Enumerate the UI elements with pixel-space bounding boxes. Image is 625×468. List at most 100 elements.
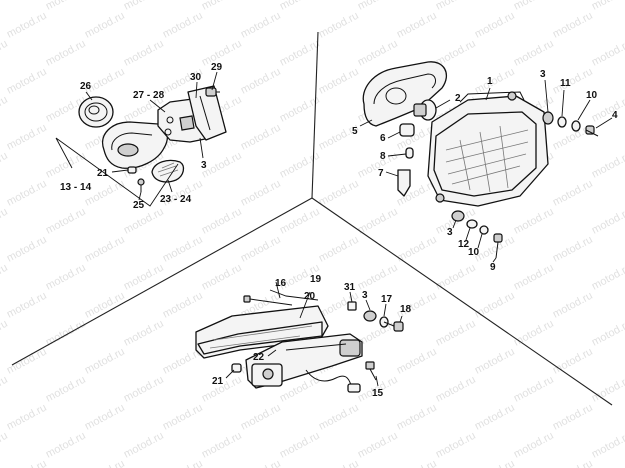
watermark-text: motod.ru: [473, 346, 517, 377]
part-7-socket: [397, 169, 411, 197]
part-6-socket: [399, 123, 415, 137]
watermark-text: motod.ru: [161, 402, 205, 433]
part-3-plate: [187, 85, 227, 141]
callout-6: 6: [380, 133, 386, 144]
watermark-text: motod.ru: [83, 458, 127, 468]
watermark-text: motod.ru: [0, 430, 10, 461]
headlight-assembly: [359, 61, 613, 263]
watermark-text: motod.ru: [551, 234, 595, 265]
watermark-text: motod.ru: [239, 122, 283, 153]
watermark-text: motod.ru: [590, 374, 625, 405]
watermark-text: motod.ru: [44, 430, 88, 461]
callout-4: 4: [612, 110, 618, 121]
watermark-text: motod.ru: [278, 150, 322, 181]
watermark-text: motod.ru: [395, 458, 439, 468]
watermark-text: motod.ru: [239, 10, 283, 41]
part-21-bulb: [127, 166, 137, 174]
callout-23-24: 23 - 24: [160, 194, 192, 205]
watermark-text: motod.ru: [278, 0, 322, 13]
watermark-text: motod.ru: [44, 262, 88, 293]
part-12-washer: [466, 219, 478, 229]
callout-2: 2: [455, 93, 461, 104]
watermark-text: motod.ru: [0, 150, 10, 181]
watermark-text: motod.ru: [473, 402, 517, 433]
watermark-text: motod.ru: [356, 38, 400, 69]
part-25-screw: [137, 178, 145, 192]
watermark-text: motod.ru: [5, 290, 49, 321]
watermark-text: motod.ru: [122, 262, 166, 293]
part-3-spacer-tail: [363, 310, 377, 322]
callout-9: 9: [490, 262, 496, 273]
tail-light-wire: [305, 369, 361, 393]
tail-light-assembly: [195, 281, 404, 393]
part-10-washer-lower: [479, 225, 489, 235]
callout-19: 19: [310, 274, 322, 285]
watermark-text: motod.ru: [590, 38, 625, 69]
watermark-text: motod.ru: [512, 318, 556, 349]
watermark-text: motod.ru: [0, 262, 10, 293]
watermark-text: motod.ru: [200, 0, 244, 13]
callout-10-lower: 10: [468, 247, 480, 258]
callout-16: 16: [275, 278, 287, 289]
watermark-text: motod.ru: [5, 10, 49, 41]
watermark-text: motod.ru: [278, 430, 322, 461]
part-8-small-bulb: [405, 147, 414, 159]
callout-12: 12: [458, 239, 470, 250]
part-1-headlight: [427, 91, 549, 207]
callout-21-tail: 21: [212, 376, 224, 387]
watermark-text: motod.ru: [317, 458, 361, 468]
watermark-text: motod.ru: [0, 374, 10, 405]
watermark-text: motod.ru: [5, 402, 49, 433]
callout-3-lower: 3: [447, 227, 453, 238]
watermark-text: motod.ru: [161, 290, 205, 321]
callout-3-top: 3: [540, 69, 546, 80]
watermark-text: motod.ru: [122, 374, 166, 405]
watermark-text: motod.ru: [44, 38, 88, 69]
watermark-text: motod.ru: [434, 0, 478, 13]
callout-3-tail: 3: [362, 290, 368, 301]
callout-5: 5: [352, 126, 358, 137]
callout-1: 1: [487, 76, 493, 87]
part-16-bolt: [243, 295, 293, 306]
watermark-text: motod.ru: [5, 346, 49, 377]
watermark-text: motod.ru: [590, 0, 625, 13]
watermark-text: motod.ru: [395, 10, 439, 41]
watermark-text: motod.ru: [512, 430, 556, 461]
watermark-text: motod.ru: [278, 38, 322, 69]
watermark-text: motod.ru: [44, 150, 88, 181]
watermark-text: motod.ru: [5, 234, 49, 265]
callout-17: 17: [381, 294, 393, 305]
callout-7: 7: [378, 168, 384, 179]
watermark-text: motod.ru: [590, 318, 625, 349]
watermark-text: motod.ru: [0, 0, 10, 13]
watermark-text: motod.ru: [0, 206, 10, 237]
watermark-text: motod.ru: [239, 458, 283, 468]
watermark-text: motod.ru: [5, 122, 49, 153]
callout-31: 31: [344, 282, 356, 293]
section-dividers: [11, 31, 613, 406]
watermark-text: motod.ru: [473, 290, 517, 321]
part-22-housing: [245, 333, 363, 389]
part-10-washer-right: [571, 120, 581, 132]
callout-labels: 1 2 3 11 10 4 5 6 8 7 3 12 10 9 26 27 - …: [60, 62, 618, 399]
watermark-text: motod.ru: [44, 0, 88, 13]
callout-8: 8: [380, 151, 386, 162]
watermark-text: motod.ru: [590, 150, 625, 181]
watermark-text: motod.ru: [278, 206, 322, 237]
watermark-text: motod.ru: [122, 430, 166, 461]
watermark-text: motod.ru: [239, 234, 283, 265]
watermark-text: motod.ru: [590, 262, 625, 293]
watermark-text: motod.ru: [0, 318, 10, 349]
watermark-text: motod.ru: [239, 402, 283, 433]
callout-29: 29: [211, 62, 223, 73]
watermark-text: motod.ru: [356, 430, 400, 461]
watermark-text: motod.ru: [590, 206, 625, 237]
watermark-text: motod.ru: [551, 290, 595, 321]
part-23-24-lens: [151, 159, 185, 183]
watermark-text: motod.ru: [512, 262, 556, 293]
part-21-tail-bulb: [231, 363, 242, 373]
part-2-bulb: [413, 99, 437, 121]
watermark-text: motod.ru: [5, 178, 49, 209]
watermark-text: motod.ru: [512, 38, 556, 69]
